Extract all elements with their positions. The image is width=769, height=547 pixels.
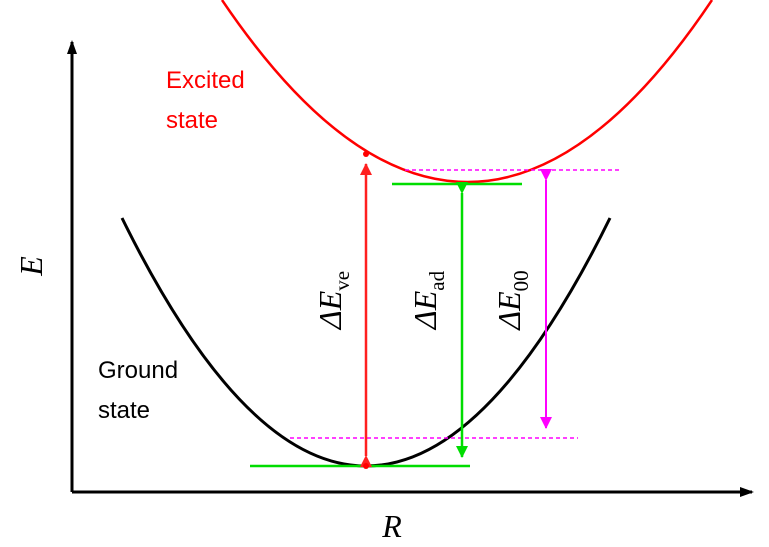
ground-state-label-line1: Ground bbox=[98, 357, 178, 384]
y-axis-label: E bbox=[13, 256, 49, 277]
zero-zero-label: ΔE00 bbox=[491, 270, 533, 331]
svg-text:ΔEve: ΔEve bbox=[312, 271, 354, 331]
adiabatic-subscript: ad bbox=[425, 270, 449, 290]
adiabatic-label: ΔEad bbox=[407, 270, 449, 331]
x-axis-label: R bbox=[381, 508, 402, 544]
excited-state-label-line1: Excited bbox=[166, 67, 245, 94]
vertical-excitation-bottom-point bbox=[363, 463, 369, 469]
excited-state-label-line2: state bbox=[166, 107, 218, 134]
ground-state-label-line2: state bbox=[98, 397, 150, 424]
excited-state-curve bbox=[220, 0, 714, 184]
zero-zero-subscript: 00 bbox=[509, 270, 533, 291]
vertical-excitation-top-point bbox=[363, 151, 369, 157]
vertical-excitation-label: ΔEve bbox=[312, 271, 354, 331]
adiabatic-symbol: ΔE bbox=[407, 290, 443, 331]
vertical-excitation-symbol: ΔE bbox=[312, 290, 348, 331]
svg-text:ΔE00: ΔE00 bbox=[491, 270, 533, 331]
zero-zero-symbol: ΔE bbox=[491, 291, 527, 332]
vertical-excitation-subscript: ve bbox=[330, 271, 354, 291]
svg-text:ΔEad: ΔEad bbox=[407, 270, 449, 331]
